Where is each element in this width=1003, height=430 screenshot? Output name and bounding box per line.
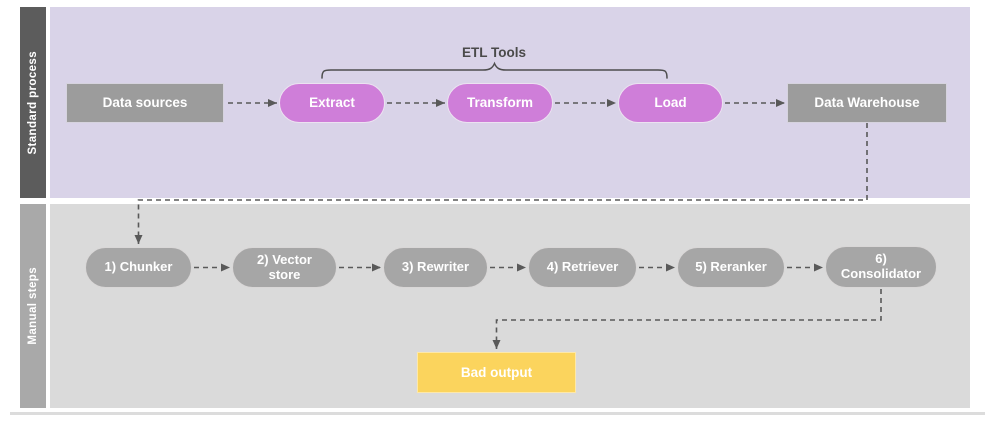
node-data-sources-label: Data sources (102, 95, 188, 111)
node-reranker-label: 5) Reranker (695, 259, 767, 275)
node-data-warehouse-label: Data Warehouse (814, 95, 920, 111)
node-bad-output-label: Bad output (460, 364, 533, 380)
node-reranker: 5) Reranker (677, 247, 785, 288)
node-transform: Transform (447, 83, 553, 123)
node-data-warehouse: Data Warehouse (787, 83, 947, 123)
node-retriever-label: 4) Retriever (546, 259, 619, 275)
node-consolidator: 6) Consolidator (825, 246, 937, 288)
node-vector-store: 2) Vector store (232, 247, 337, 288)
node-load-label: Load (654, 95, 687, 111)
node-load: Load (618, 83, 723, 123)
node-chunker-label: 1) Chunker (104, 259, 173, 275)
lane-label-bar-standard-process: Standard process (20, 7, 46, 198)
bottom-divider-line (10, 412, 985, 415)
node-transform-label: Transform (466, 95, 534, 111)
node-retriever: 4) Retriever (528, 247, 637, 288)
node-bad-output: Bad output (417, 352, 576, 393)
node-data-sources: Data sources (66, 83, 224, 123)
node-rewriter-label: 3) Rewriter (401, 259, 470, 275)
node-extract: Extract (279, 83, 385, 123)
lane-label-standard-process: Standard process (27, 50, 39, 155)
node-vector-store-label: 2) Vector store (257, 251, 312, 282)
etl-tools-label: ETL Tools (462, 45, 526, 60)
node-rewriter: 3) Rewriter (383, 247, 488, 288)
lane-label-bar-manual-steps: Manual steps (20, 204, 46, 408)
node-chunker: 1) Chunker (85, 247, 192, 288)
node-extract-label: Extract (309, 95, 355, 111)
lane-label-manual-steps: Manual steps (27, 267, 39, 345)
node-consolidator-label: 6) Consolidator (840, 251, 922, 281)
